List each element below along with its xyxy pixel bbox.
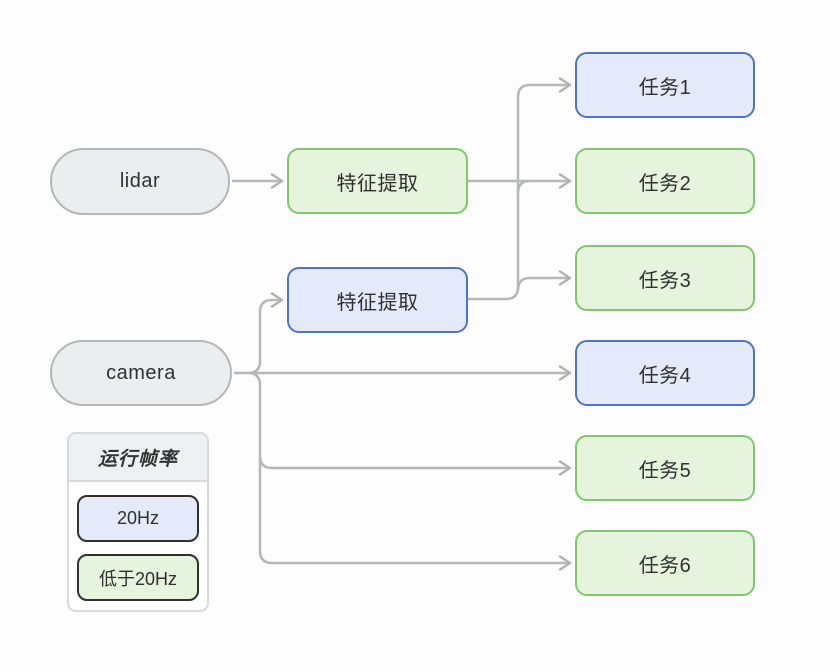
node-task-4: 任务4 <box>575 340 755 406</box>
edge-camera-feat <box>247 292 284 375</box>
legend-body: 20Hz 低于20Hz <box>69 482 207 601</box>
legend-title: 运行帧率 <box>69 434 207 482</box>
edge-feat-camera-task3 <box>516 270 572 291</box>
edge-camera-task5 <box>258 455 572 476</box>
node-task-5: 任务5 <box>575 435 755 501</box>
edge-feat-camera-task2-merge <box>516 179 531 194</box>
node-task-2: 任务2 <box>575 148 755 214</box>
node-task-3: 任务3 <box>575 245 755 311</box>
node-task-6: 任务6 <box>575 530 755 596</box>
edge-camera-task6 <box>247 371 572 571</box>
node-lidar: lidar <box>50 148 230 215</box>
node-camera: camera <box>50 340 232 406</box>
node-feature-extraction-camera: 特征提取 <box>287 267 468 333</box>
node-feature-extraction-lidar: 特征提取 <box>287 148 468 214</box>
legend-item-20hz: 20Hz <box>77 495 199 542</box>
legend-item-below-20hz: 低于20Hz <box>77 554 199 601</box>
frame-rate-legend: 运行帧率 20Hz 低于20Hz <box>67 432 209 612</box>
node-task-1: 任务1 <box>575 52 755 118</box>
